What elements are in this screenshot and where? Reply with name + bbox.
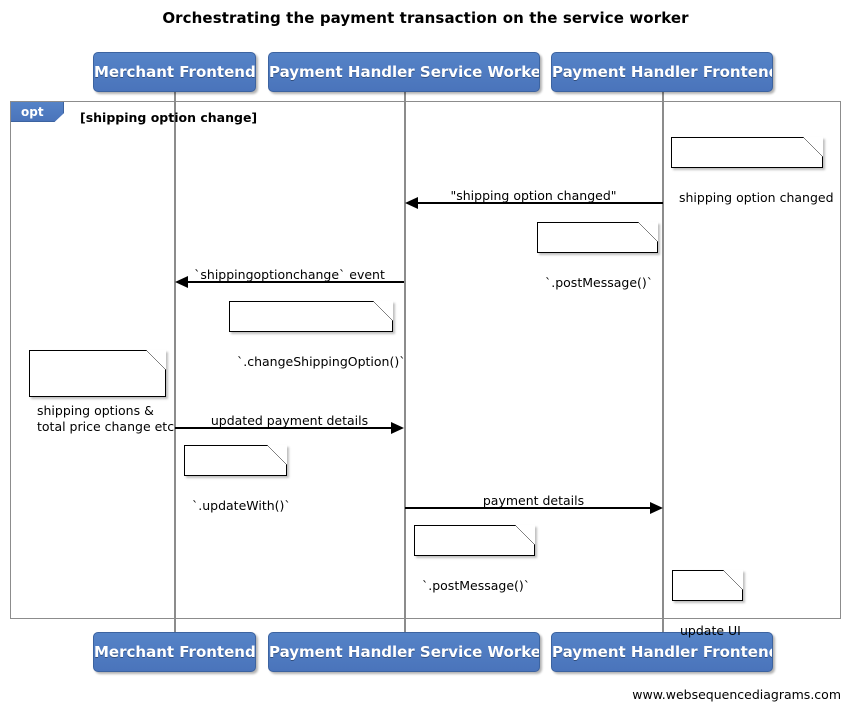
note-shipping-option-changed: shipping option changed	[671, 137, 834, 205]
note-fold-icon	[146, 350, 166, 370]
note-fold-icon	[515, 525, 535, 545]
participant-payment-handler-frontend-top[interactable]: Payment Handler Frontend	[551, 52, 773, 92]
lifeline-payment-handler-frontend	[662, 92, 664, 632]
note-update-with: `.updateWith()`	[184, 445, 291, 513]
message-label-updated-payment-details: updated payment details	[210, 413, 369, 428]
note-fold-icon	[803, 137, 823, 157]
footer-watermark: www.websequencediagrams.com	[632, 687, 841, 702]
message-label-payment-details: payment details	[482, 493, 585, 508]
participant-merchant-frontend-bottom[interactable]: Merchant Frontend	[93, 632, 256, 672]
participant-merchant-frontend-top[interactable]: Merchant Frontend	[93, 52, 256, 92]
note-change-shipping-option: `.changeShippingOption()`	[229, 301, 405, 369]
message-line-updated-payment-details	[175, 427, 393, 429]
message-arrowhead-shipping-option-changed	[405, 197, 418, 209]
note-post-message-1: `.postMessage()`	[537, 222, 658, 290]
diagram-title: Orchestrating the payment transaction on…	[162, 9, 689, 27]
message-line-shipping-option-changed	[416, 202, 663, 204]
opt-fragment-condition: [shipping option change]	[80, 110, 258, 125]
participant-payment-handler-frontend-bottom[interactable]: Payment Handler Frontend	[551, 632, 773, 672]
note-shipping-options-total-price: shipping options & total price change et…	[29, 350, 174, 434]
note-fold-icon	[638, 222, 658, 242]
note-fold-icon	[723, 570, 743, 590]
message-line-shippingoptionchange-event	[186, 281, 404, 283]
message-label-shippingoptionchange-event: `shippingoptionchange` event	[194, 267, 385, 282]
lifeline-payment-handler-service-worker	[404, 92, 406, 632]
message-label-shipping-option-changed: "shipping option changed"	[450, 188, 617, 203]
note-update-ui: update UI	[672, 570, 743, 638]
opt-fragment-frame	[10, 101, 841, 619]
message-arrowhead-updated-payment-details	[391, 422, 404, 434]
participant-payment-handler-service-worker-bottom[interactable]: Payment Handler Service Worker	[268, 632, 540, 672]
message-arrowhead-payment-details	[650, 502, 663, 514]
note-fold-icon	[373, 301, 393, 321]
note-fold-icon	[267, 445, 287, 465]
message-line-payment-details	[405, 507, 652, 509]
note-post-message-2: `.postMessage()`	[414, 525, 535, 593]
opt-fragment-tag: opt	[11, 102, 64, 122]
participant-payment-handler-service-worker-top[interactable]: Payment Handler Service Worker	[268, 52, 540, 92]
lifeline-merchant-frontend	[174, 92, 176, 632]
message-arrowhead-shippingoptionchange-event	[175, 276, 188, 288]
